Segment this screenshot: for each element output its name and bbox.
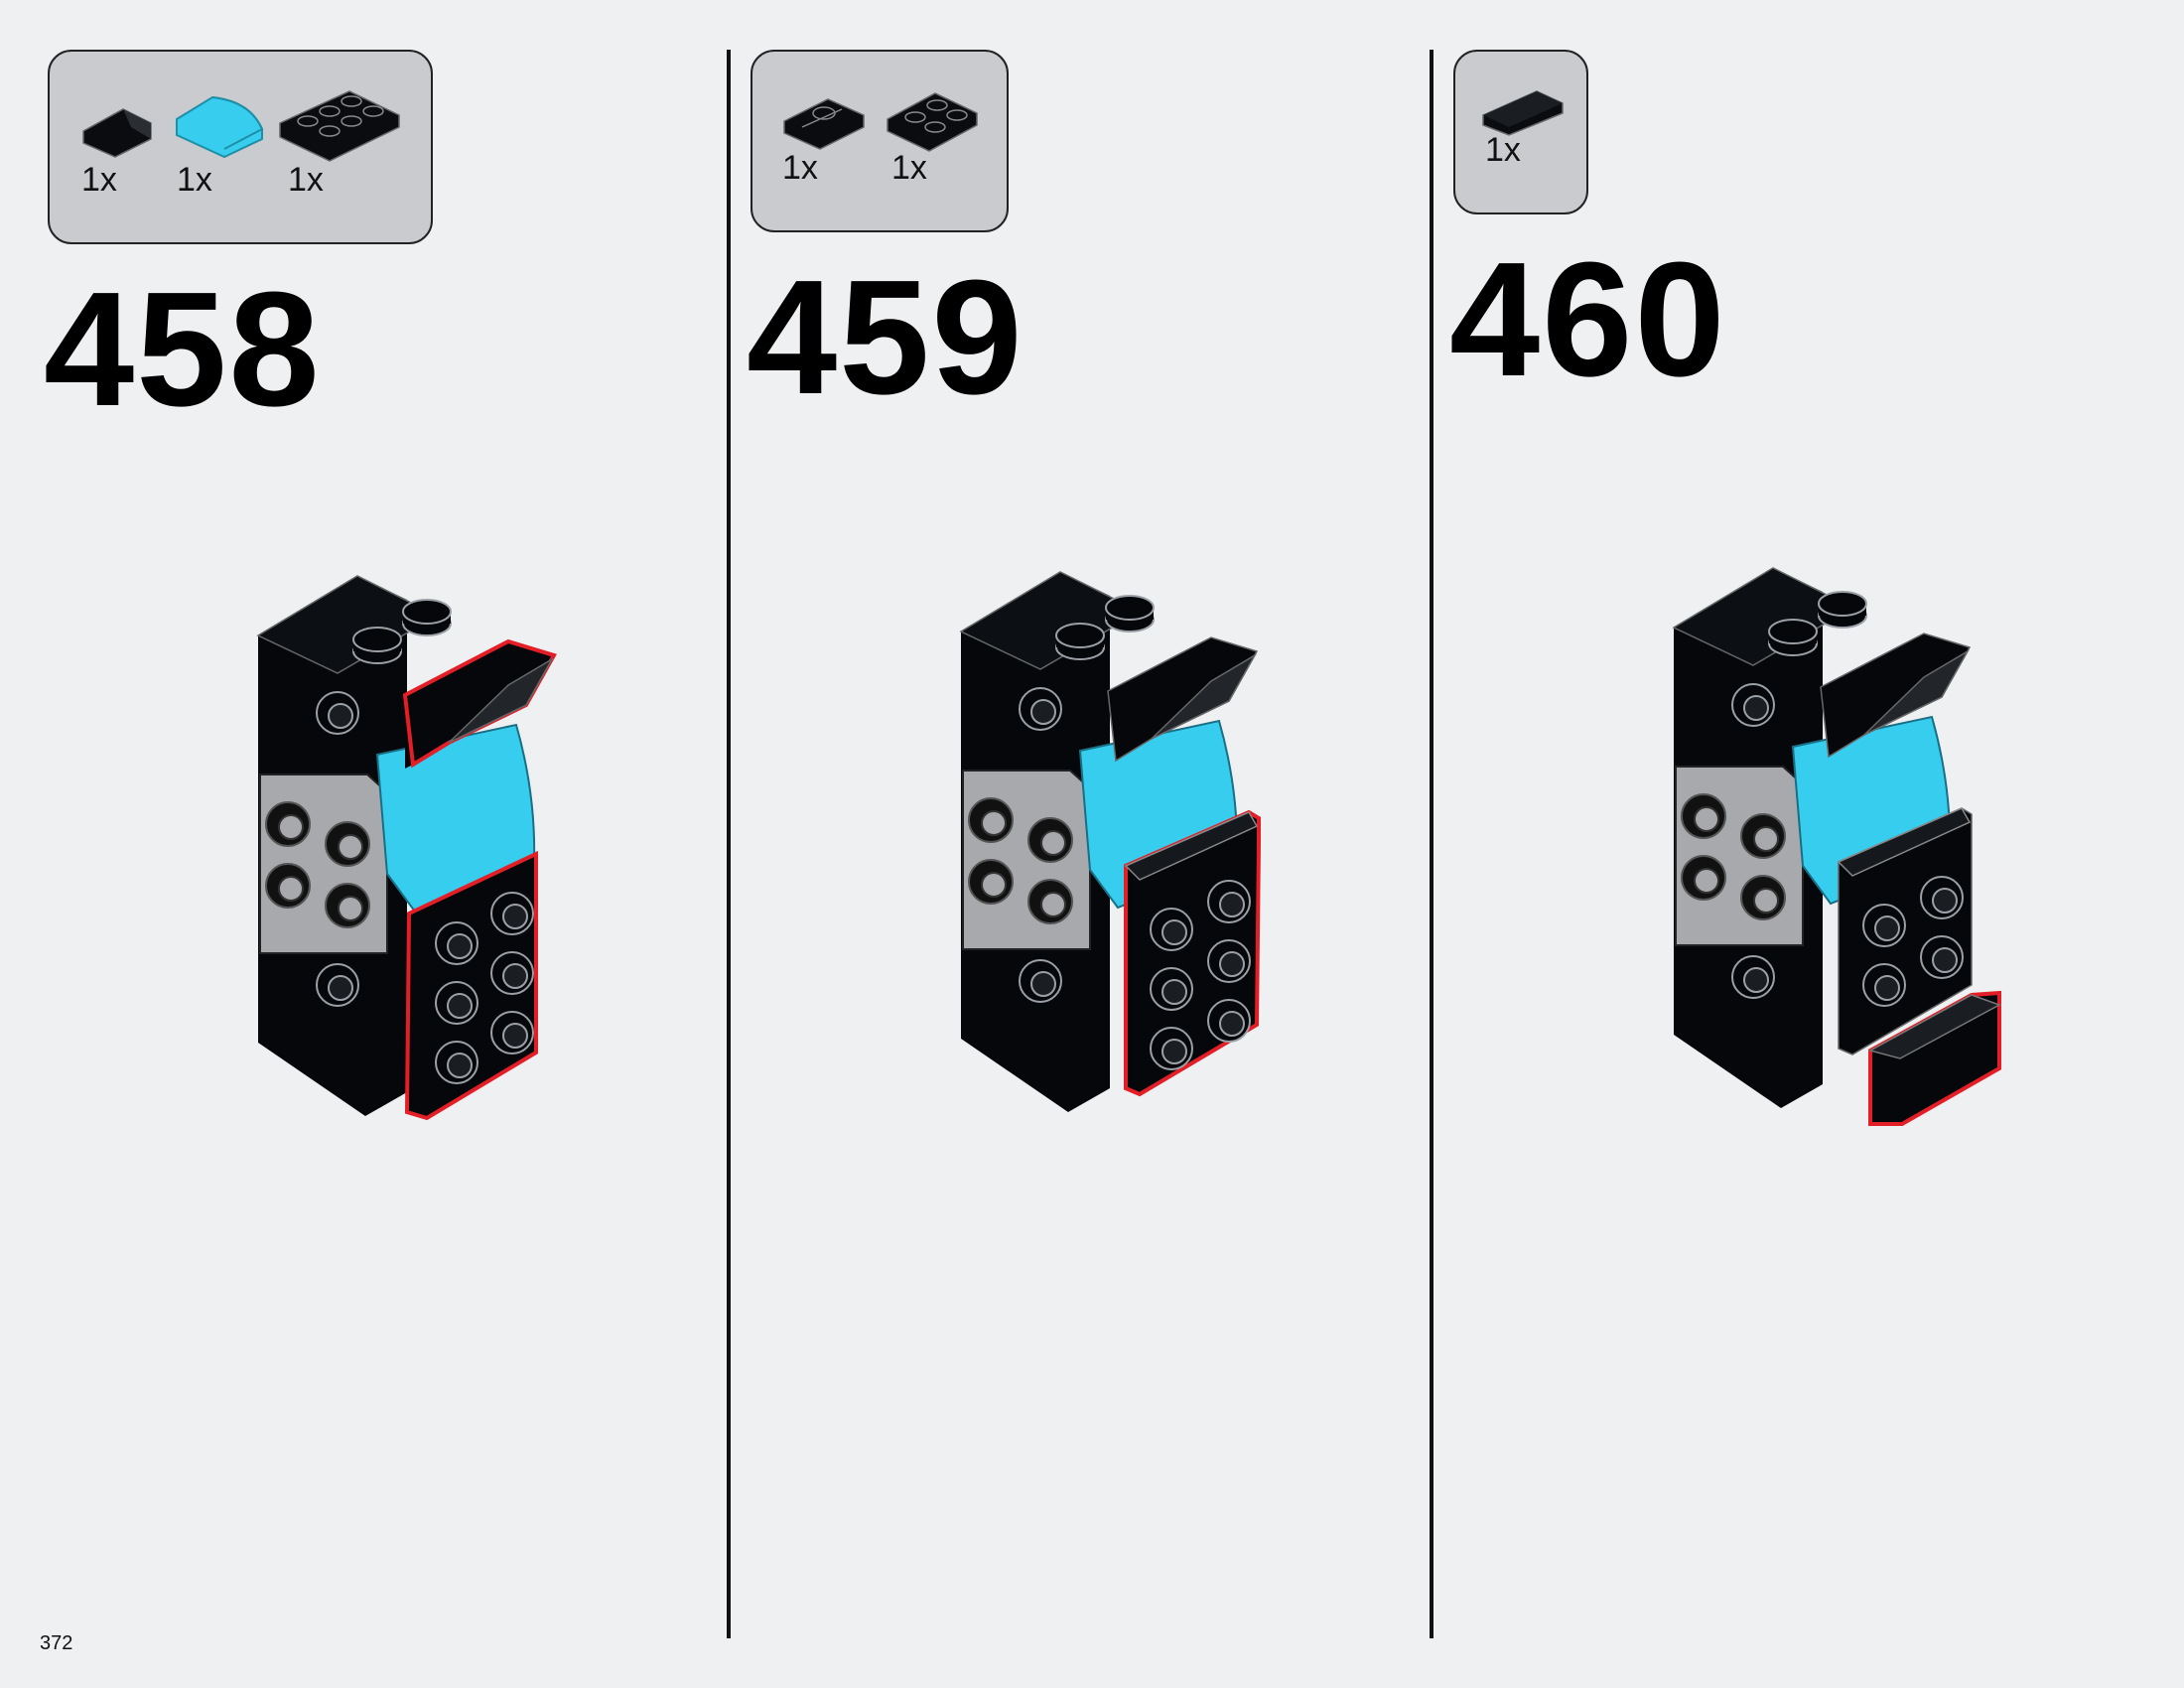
parts-callout: 1x 1x 1x — [48, 50, 433, 244]
azure-curved-slope-icon — [176, 95, 264, 159]
column-divider — [727, 50, 731, 1638]
black-jumper-plate-icon — [783, 98, 865, 150]
part-quantity: 1x — [891, 149, 927, 187]
step-number: 458 — [44, 258, 322, 440]
black-plate-2x3-icon — [279, 90, 400, 162]
black-tile-1x2-icon — [1482, 90, 1564, 136]
part-quantity: 1x — [288, 161, 324, 199]
step-number: 459 — [747, 246, 1024, 428]
step-459-model — [959, 571, 1261, 1112]
parts-callout: 1x 1x — [751, 50, 1009, 232]
step-number: 460 — [1449, 228, 1727, 410]
step-458-model — [256, 575, 557, 1121]
black-slope-icon — [82, 108, 152, 158]
step-460-model — [1672, 567, 2001, 1126]
black-plate-2x2-icon — [887, 92, 978, 152]
parts-callout: 1x — [1453, 50, 1588, 214]
page-number: 372 — [40, 1632, 73, 1654]
part-quantity: 1x — [177, 161, 212, 199]
column-divider — [1430, 50, 1433, 1638]
part-quantity: 1x — [81, 161, 117, 199]
part-quantity: 1x — [782, 149, 818, 187]
part-quantity: 1x — [1485, 131, 1521, 169]
